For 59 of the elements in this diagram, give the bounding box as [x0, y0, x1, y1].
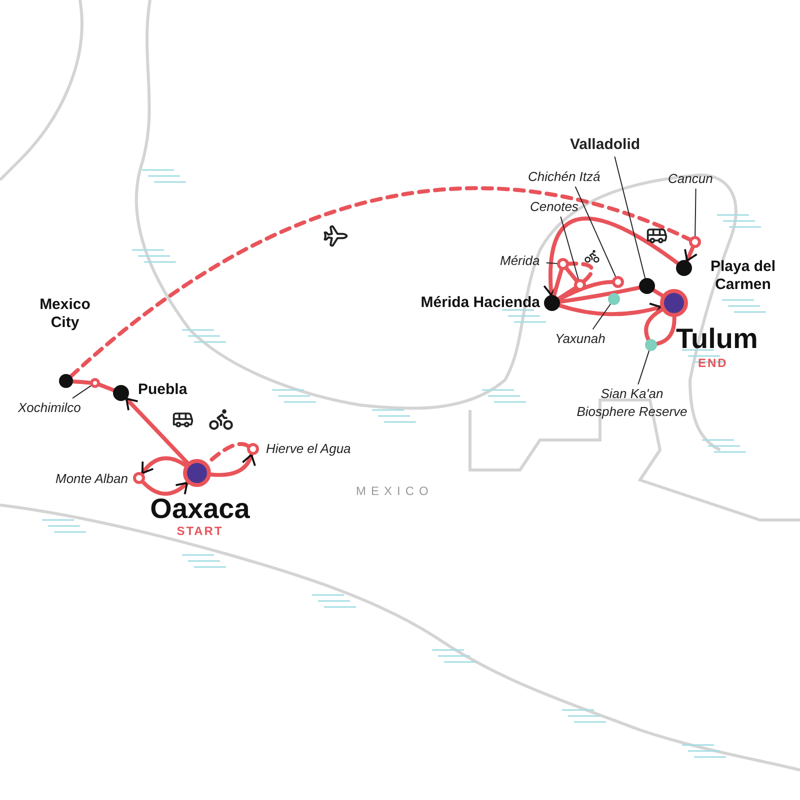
place-name: Sian Ka'an Biosphere Reserve — [572, 385, 692, 421]
tag-label: END — [698, 356, 729, 370]
place-name: Mexico City — [38, 296, 92, 332]
route-line — [564, 266, 578, 282]
tag-label: START — [176, 524, 224, 538]
route-line — [644, 308, 664, 342]
side-trip-marker — [608, 293, 620, 305]
leader-line — [575, 186, 616, 277]
place-name: Oaxaca — [149, 492, 251, 526]
side-trip-marker — [90, 378, 100, 388]
route-line — [552, 268, 564, 298]
route-line — [558, 302, 663, 317]
place-name: Chichén Itzá — [528, 168, 614, 186]
place-name: Monte Alban — [54, 471, 128, 487]
dashed-route — [567, 262, 594, 283]
side-trip-marker — [689, 236, 701, 248]
route-line — [141, 480, 190, 496]
route-line — [558, 286, 642, 304]
stop-marker — [113, 385, 129, 401]
route-line — [98, 382, 116, 392]
place-name: Cenotes — [530, 198, 586, 216]
start-end-marker — [660, 289, 688, 317]
place-name: Xochimilco — [18, 399, 98, 417]
leader-line — [592, 303, 612, 330]
route-line — [208, 452, 256, 477]
leader-line — [694, 188, 696, 236]
route-line — [652, 288, 664, 298]
route-line — [684, 246, 698, 263]
place-name: Playa del Carmen — [709, 258, 777, 294]
leader-line — [546, 262, 558, 264]
place-name: Mérida — [500, 252, 546, 270]
country-label: MEXICO — [356, 484, 434, 498]
leader-line — [614, 156, 646, 279]
side-trip-marker — [645, 339, 657, 351]
route-line — [71, 380, 92, 385]
leader-line — [638, 350, 650, 384]
side-trip-marker — [612, 276, 624, 288]
stop-marker — [676, 260, 692, 276]
side-trip-marker — [247, 443, 259, 455]
stop-marker — [544, 295, 560, 311]
place-name: Puebla — [138, 381, 188, 399]
leader-line — [560, 216, 579, 280]
place-name: Cancun — [668, 170, 724, 188]
route-line — [124, 396, 190, 465]
place-name: Hierve el Agua — [266, 441, 352, 457]
route-line — [654, 315, 676, 346]
place-name: Valladolid — [570, 136, 654, 154]
route-line — [140, 456, 188, 476]
dashed-route — [69, 186, 692, 378]
start-end-marker — [183, 459, 211, 487]
place-name: Tulum — [676, 322, 759, 356]
place-name: Yaxunah — [555, 330, 617, 348]
route-line — [543, 216, 680, 297]
place-name: Mérida Hacienda — [420, 294, 540, 312]
side-trip-marker — [133, 472, 145, 484]
stop-marker — [59, 374, 73, 388]
side-trip-marker — [557, 258, 569, 270]
stop-marker — [639, 278, 655, 294]
leader-line — [72, 385, 92, 398]
